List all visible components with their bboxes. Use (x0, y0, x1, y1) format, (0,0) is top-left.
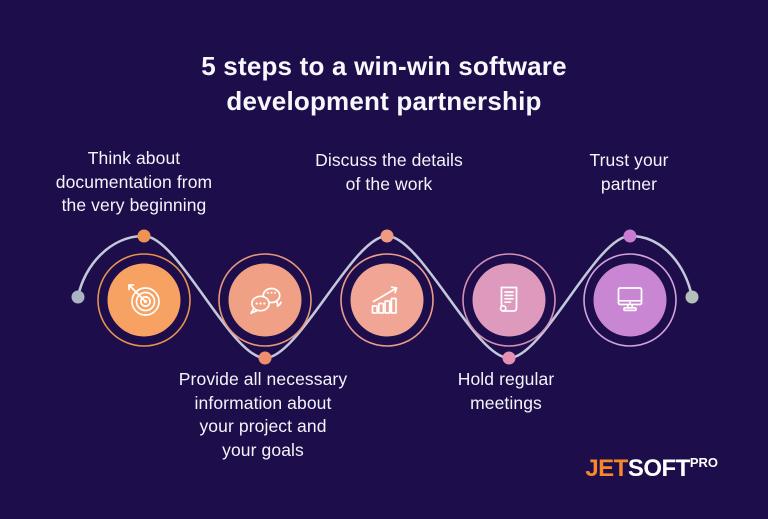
jetsoftpro-logo: JETSOFTPRO (585, 455, 718, 483)
step-2-wave-dot (258, 351, 272, 365)
page-title: 5 steps to a win-win software developmen… (201, 51, 567, 116)
step-2-label: Provide all necessary information about … (178, 369, 348, 460)
step-4-ring (462, 253, 556, 347)
logo-jet: JET (585, 455, 628, 482)
step-3-wave-dot (380, 229, 394, 243)
target-icon (128, 284, 160, 316)
monitor-icon (617, 287, 643, 312)
wave-end-dot (685, 290, 699, 304)
step-1-label: Think about documentation from the very … (55, 148, 213, 215)
step-1-circle (97, 253, 191, 347)
document-icon (499, 286, 518, 312)
step-4-wave-dot (502, 351, 516, 365)
step-1-ring (97, 253, 191, 347)
step-5-label: Trust your partner (589, 150, 669, 194)
step-5-wave-dot (623, 229, 637, 243)
logo-soft: SOFT (627, 455, 691, 482)
step-3-label: Discuss the details of the work (315, 150, 463, 194)
step-2-circle (218, 253, 312, 347)
step-4-circle (462, 253, 556, 347)
wave-start-dot (71, 290, 85, 304)
step-4-fill (472, 263, 546, 337)
step-5-ring (583, 253, 677, 347)
step-3-ring (340, 253, 434, 347)
step-3-fill (350, 263, 424, 337)
step-3-circle (340, 253, 434, 347)
logo-pro: PRO (689, 455, 718, 470)
step-1-wave-dot (137, 229, 151, 243)
growth-chart-icon (371, 286, 398, 314)
step-2-ring (218, 253, 312, 347)
step-5-circle (583, 253, 677, 347)
step-4-label: Hold regular meetings (457, 369, 555, 413)
chat-bubbles-icon (250, 287, 282, 315)
